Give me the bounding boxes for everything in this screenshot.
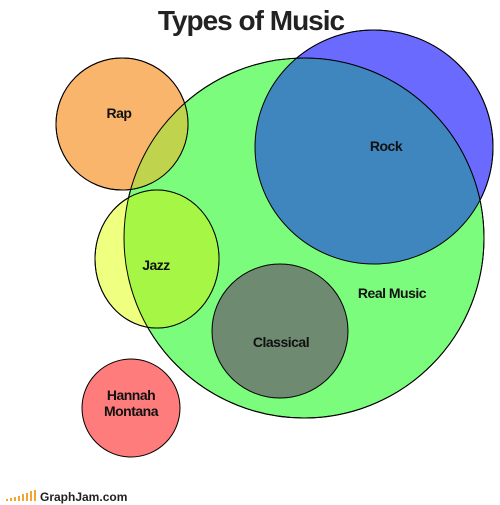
outline-layer <box>55 29 494 419</box>
jazz-label: Jazz <box>142 257 170 273</box>
graphjam-logo: GraphJam.com <box>6 490 127 504</box>
brand-name: GraphJam.com <box>40 490 127 504</box>
classical-label: Classical <box>253 334 309 350</box>
rap-label: Rap <box>107 105 132 121</box>
diagram-title: Types of Music <box>158 5 345 36</box>
bar-chart-icon <box>6 490 36 501</box>
classical-circle <box>211 263 349 399</box>
rock-label: Rock <box>370 138 403 154</box>
real-music-label: Real Music <box>358 285 427 301</box>
hannah-montana-circle <box>81 358 181 458</box>
hannah-montana-label-line1: Hannah <box>107 387 155 403</box>
hannah-montana-label-line2: Montana <box>104 403 159 419</box>
